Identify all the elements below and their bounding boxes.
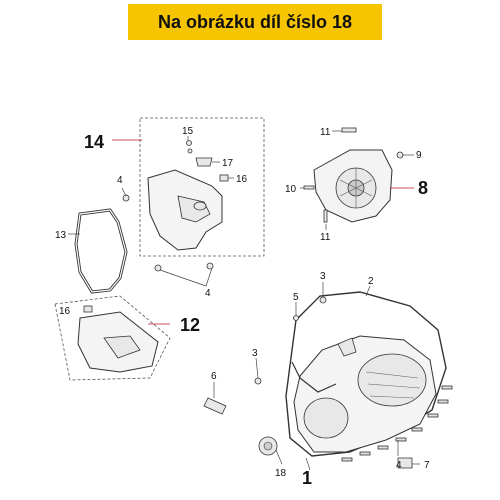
cover-bolts-4 [341,385,453,462]
callout-6: 6 [211,371,217,382]
leader-3b [255,357,259,379]
callout-4c: 4 [396,460,402,471]
gasket-13-inner [75,209,127,293]
cover-clutch-bulge [303,397,349,439]
callout-8: 8 [418,178,428,198]
screw-11a-part [341,127,357,133]
shroud-hole [193,201,207,211]
callout-12: 12 [180,315,200,335]
plug-18-inner [263,441,273,451]
callout-3a: 3 [320,271,326,282]
clip-16-part [219,174,229,182]
callout-9: 9 [416,150,422,161]
callout-11a: 11 [320,127,331,138]
bolt-4-part [122,194,130,202]
sensor-part [337,337,357,357]
screw-10-part [303,185,315,190]
callout-10: 10 [285,184,297,195]
callout-4a: 4 [117,175,123,186]
pin-5-part [293,315,299,321]
group-14-box [139,117,265,257]
cover-fins [365,371,421,399]
callout-1: 1 [302,468,312,488]
page-title: Na obrázku díl číslo 18 [157,11,353,32]
leader-1 [305,457,311,471]
bolt-6-part [203,397,227,415]
callout-16a: 16 [236,174,248,185]
leader-18 [275,449,283,465]
clip-16b-part [83,305,93,313]
callout-18: 18 [275,468,287,479]
dowel-3b-part [254,377,262,385]
callout-15: 15 [182,126,194,137]
callout-2: 2 [368,276,374,287]
leader-4b [159,267,213,287]
screw-11b-part [323,209,328,223]
breather-pipe-part [291,361,337,393]
washer-7-part [397,457,413,469]
callout-5: 5 [293,292,299,303]
clip-17-part [195,157,213,167]
callout-7: 7 [424,460,430,471]
lower-shroud-detail [103,335,141,359]
header-banner: Na obrázku díl číslo 18 [128,4,382,40]
callout-13: 13 [55,230,67,241]
callout-14: 14 [84,132,104,152]
bolt-4c-part [206,262,214,270]
leader-2 [365,285,371,297]
screw-15b-part [187,148,193,154]
callout-4b: 4 [205,288,211,299]
fan-grille [339,168,373,208]
callout-11b: 11 [320,232,331,243]
cover-pulley-bulge [357,353,427,407]
callout-3b: 3 [252,348,258,359]
screw-15-part [186,140,192,146]
callout-17: 17 [222,158,234,169]
bolt-4b-part [154,264,162,272]
dowel-3a-part [319,296,327,304]
callout-16b: 16 [59,306,71,317]
leader-4a [121,187,127,197]
